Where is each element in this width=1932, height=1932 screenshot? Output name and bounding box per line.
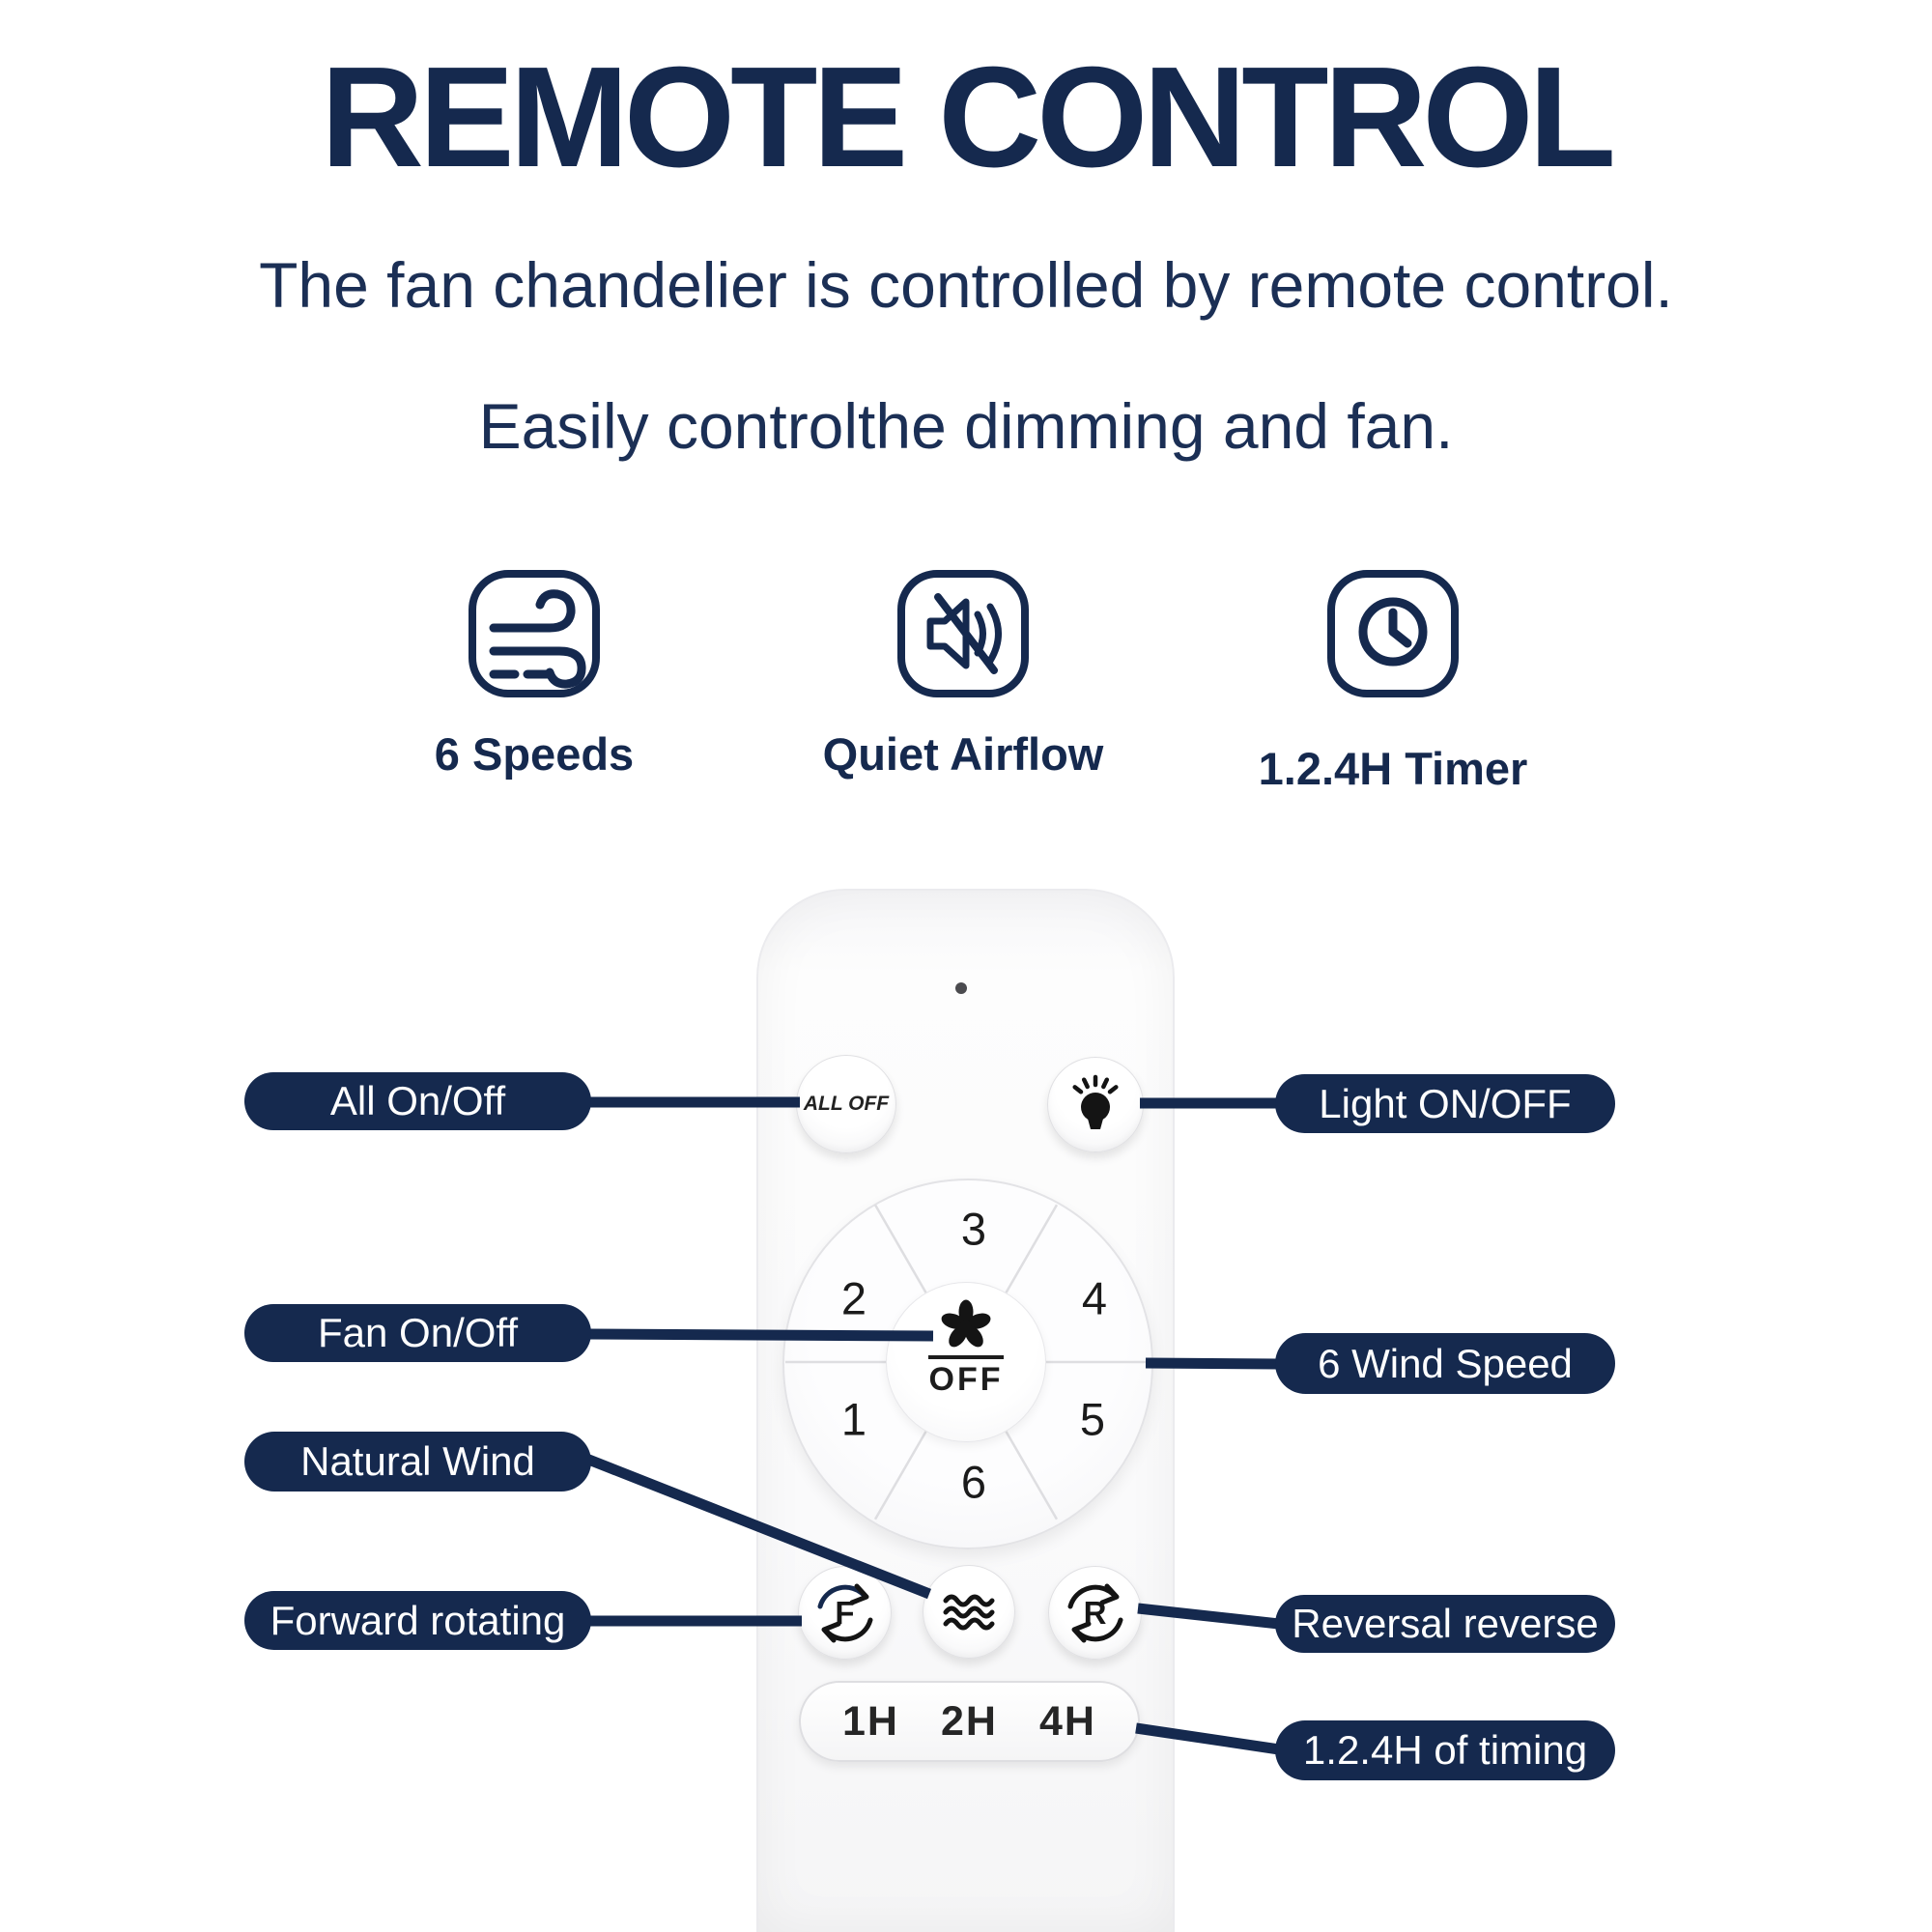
subtitle-line-2: Easily controlthe dimming and fan. xyxy=(478,390,1454,462)
natural-wind-waves-icon xyxy=(943,1594,995,1630)
all-off-button[interactable]: ALL OFF xyxy=(796,1055,896,1153)
speed-button-5[interactable]: 5 xyxy=(1079,1393,1106,1445)
callout-forward-rotating: Forward rotating xyxy=(244,1591,591,1650)
timer-4h-button[interactable]: 4H xyxy=(1038,1697,1096,1745)
feature-label-timer: 1.2.4H Timer xyxy=(1258,743,1528,794)
ir-led-dot xyxy=(955,982,967,994)
muted-speaker-icon xyxy=(895,568,1031,699)
wind-speed-icon xyxy=(467,568,602,699)
callout-6-wind-speed: 6 Wind Speed xyxy=(1275,1333,1615,1394)
clock-timer-icon xyxy=(1325,568,1461,699)
timer-2h-button[interactable]: 2H xyxy=(941,1697,998,1745)
timer-button-group[interactable]: 1H 2H 4H xyxy=(799,1681,1140,1762)
callout-all-on-off: All On/Off xyxy=(244,1072,591,1130)
callout-reversal-reverse: Reversal reverse xyxy=(1275,1595,1615,1653)
light-bulb-icon xyxy=(1072,1074,1119,1129)
forward-rotating-button[interactable]: F xyxy=(798,1566,892,1660)
speed-button-4[interactable]: 4 xyxy=(1081,1272,1108,1324)
callout-fan-on-off: Fan On/Off xyxy=(244,1304,591,1362)
light-button[interactable] xyxy=(1047,1057,1144,1152)
forward-letter: F xyxy=(835,1594,855,1631)
feature-label-speeds: 6 Speeds xyxy=(434,728,635,780)
timer-1h-button[interactable]: 1H xyxy=(842,1697,899,1745)
fan-icon xyxy=(941,1299,991,1348)
reverse-rotating-button[interactable]: R xyxy=(1048,1566,1142,1660)
callout-timing: 1.2.4H of timing xyxy=(1275,1720,1615,1780)
speed-button-6[interactable]: 6 xyxy=(960,1456,987,1508)
page-title: REMOTE CONTROL xyxy=(321,38,1616,197)
speed-button-1[interactable]: 1 xyxy=(840,1393,867,1445)
fan-on-off-button[interactable]: OFF xyxy=(886,1282,1046,1442)
reverse-letter: R xyxy=(1083,1594,1107,1631)
all-off-button-label: ALL OFF xyxy=(803,1093,890,1115)
speed-button-3[interactable]: 3 xyxy=(960,1203,987,1255)
callout-light-on-off: Light ON/OFF xyxy=(1275,1074,1615,1133)
callout-natural-wind: Natural Wind xyxy=(244,1432,591,1492)
feature-label-quiet: Quiet Airflow xyxy=(822,728,1104,780)
natural-wind-button[interactable] xyxy=(923,1565,1015,1659)
fan-off-divider-line xyxy=(928,1355,1004,1359)
fan-off-label: OFF xyxy=(928,1361,1004,1398)
speed-button-2[interactable]: 2 xyxy=(840,1272,867,1324)
reverse-rotate-arrows-icon xyxy=(1067,1583,1122,1642)
subtitle-line-1: The fan chandelier is controlled by remo… xyxy=(259,249,1673,321)
